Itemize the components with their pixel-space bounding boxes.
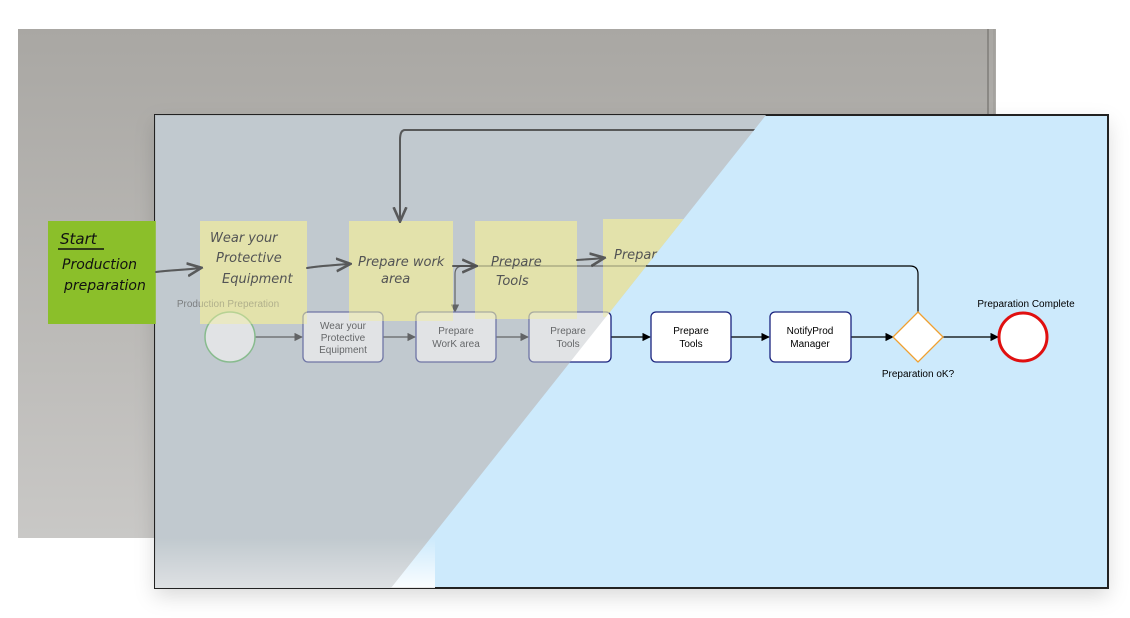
end-event[interactable]: Preparation Complete xyxy=(977,299,1075,363)
sticky-note-2-line-1: Prepare work xyxy=(358,255,445,270)
task-4-line-1: Prepare xyxy=(673,326,709,337)
end-event-label: Preparation Complete xyxy=(977,299,1075,310)
start-note-title: Start xyxy=(60,230,98,248)
task-wear-protective-equipment[interactable]: Wear your Protective Equipment xyxy=(302,311,384,363)
sticky-note-1-line-1: Wear your xyxy=(210,231,279,246)
sticky-note-3: Prepare Tools xyxy=(475,221,577,319)
task-2-line-2: WorK area xyxy=(432,339,480,350)
task-3-line-1: Prepare xyxy=(550,326,586,337)
sticky-note-3-line-2: Tools xyxy=(496,274,529,289)
task-5-line-1: NotifyProd xyxy=(787,326,834,337)
task-1-line-2: Protective xyxy=(321,333,366,344)
task-notify-prod-manager[interactable]: NotifyProd Manager xyxy=(769,311,852,363)
task-1-line-1: Wear your xyxy=(320,321,367,332)
task-2-line-1: Prepare xyxy=(438,326,474,337)
bottom-fade xyxy=(155,538,435,588)
start-note-line-2: preparation xyxy=(63,278,146,294)
task-5-line-2: Manager xyxy=(790,339,830,350)
task-3-line-2: Tools xyxy=(556,339,579,350)
task-prepare-tools-1[interactable]: Prepare Tools xyxy=(528,311,612,363)
start-event-label: Production Preperation xyxy=(177,299,279,310)
gateway-preparation-ok[interactable]: Preparation oK? xyxy=(882,311,955,380)
start-note-line-1: Production xyxy=(62,257,137,273)
gateway-label: Preparation oK? xyxy=(882,369,955,380)
sticky-note-1-line-3: Equipment xyxy=(222,272,293,287)
sticky-note-2-line-2: area xyxy=(381,272,410,287)
task-1-line-3: Equipment xyxy=(319,345,367,356)
sticky-note-2: Prepare work area xyxy=(349,221,453,321)
task-prepare-tools-2[interactable]: Prepare Tools xyxy=(650,311,732,363)
sticky-note-1-line-2: Protective xyxy=(216,251,282,266)
task-4-line-2: Tools xyxy=(679,339,702,350)
sticky-note-3-line-1: Prepare xyxy=(491,255,542,270)
task-prepare-work-area[interactable]: Prepare WorK area xyxy=(415,311,497,363)
start-sticky-note: Start Production preparation xyxy=(48,221,156,324)
